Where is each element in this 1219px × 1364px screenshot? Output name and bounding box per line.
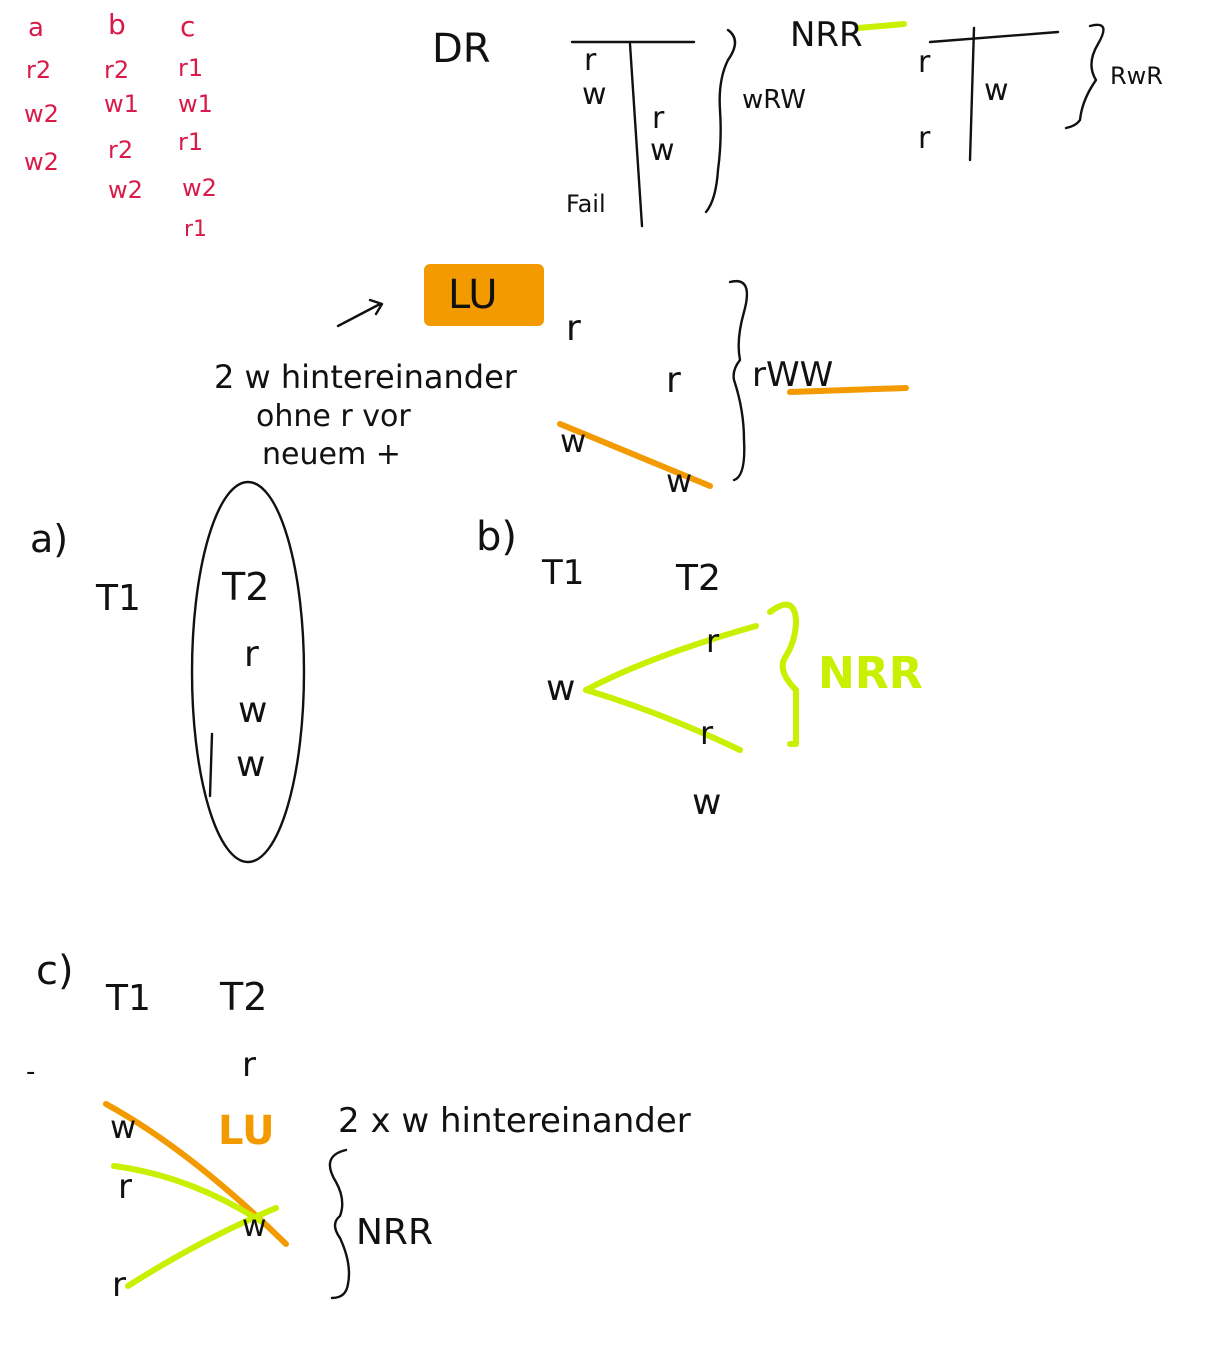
part-a-w2: w <box>236 744 265 785</box>
fail-label: Fail <box>566 190 606 218</box>
brace-2 <box>1064 23 1105 130</box>
part-c-lime-link-upper <box>111 1163 265 1225</box>
legend-c-item-3: r1 <box>178 128 203 156</box>
schedule-1-r1: r <box>584 43 597 78</box>
part-b-t1: T1 <box>541 553 584 593</box>
legend-c-item-5: r1 <box>184 217 207 242</box>
schedule-1-w1: w <box>582 77 607 112</box>
part-b-link-lower <box>583 687 743 753</box>
part-b-r2: r <box>700 714 714 752</box>
part-c-r-top: r <box>242 1045 256 1085</box>
part-b-brace <box>767 601 799 747</box>
legend-a-item-3: w2 <box>24 148 59 176</box>
part-a-r: r <box>244 634 259 675</box>
wrw-label: wRW <box>742 85 806 115</box>
legend-c-header: c <box>180 10 195 43</box>
part-c-r2: r <box>112 1265 126 1305</box>
schedule-1-r2: r <box>652 101 665 136</box>
lu-r1: r <box>566 308 581 349</box>
part-c-lime-link-lower <box>125 1205 279 1289</box>
part-c-dash: - <box>26 1057 35 1087</box>
lu-highlight-box <box>424 264 544 326</box>
schedule-1-divider <box>628 42 644 228</box>
lu-r2: r <box>666 360 681 401</box>
dr-label: DR <box>432 26 491 72</box>
top-dr-section: DR r w r w Fail wRW NRR r w r RwR <box>432 15 1163 228</box>
part-c-nrr: NRR <box>356 1212 433 1253</box>
lu-block: LU 2 w hintereinander ohne r vor neuem +… <box>214 264 909 500</box>
nrr-top-highlight <box>855 21 907 31</box>
rwr-label: RwR <box>1110 62 1163 90</box>
legend-b-item-4: w2 <box>108 176 143 204</box>
legend-a-header: a <box>28 13 44 43</box>
lu-brace <box>728 279 749 482</box>
part-b-link-upper <box>583 623 759 693</box>
schedule-2-r2: r <box>918 121 931 156</box>
part-a: a) T1 T2 r w w <box>30 480 306 864</box>
lu-note-line3: neuem + <box>262 437 401 472</box>
part-a-w1: w <box>238 690 267 731</box>
part-a-marker <box>208 732 214 798</box>
part-c-r1: r <box>118 1167 132 1207</box>
part-b-r1: r <box>706 622 720 660</box>
legend-a-item-2: w2 <box>24 100 59 128</box>
legend-b-item-2: w1 <box>104 90 139 118</box>
schedule-2-w1: w <box>984 73 1009 108</box>
part-a-label: a) <box>30 517 68 561</box>
legend-b-item-1: r2 <box>104 56 129 84</box>
lu-label: LU <box>448 272 498 318</box>
legend-c-item-4: w2 <box>182 174 217 202</box>
part-c-t1: T1 <box>105 978 151 1019</box>
part-b-nrr: NRR <box>818 648 923 699</box>
part-b-w1: w <box>546 668 575 709</box>
part-c-w2: w <box>242 1209 267 1244</box>
schedule-1-w2: w <box>650 133 675 168</box>
rww-underline <box>787 385 909 395</box>
part-b-label: b) <box>476 514 517 560</box>
part-c-label: c) <box>36 948 74 994</box>
lu-note-line1: 2 w hintereinander <box>214 358 518 396</box>
part-c-w1: w <box>110 1108 136 1146</box>
lu-note-line2: ohne r vor <box>256 399 411 434</box>
part-c-t2: T2 <box>219 975 267 1019</box>
part-c-brace <box>328 1148 351 1300</box>
part-a-t2-ellipse <box>190 480 306 864</box>
part-b: b) T1 T2 w r r w NRR <box>476 514 923 823</box>
schedule-2-header-line <box>928 30 1060 44</box>
legend-c-item-1: r1 <box>178 54 203 82</box>
part-c-lu: LU <box>218 1108 275 1154</box>
legend-c-item-2: w1 <box>178 90 213 118</box>
schedule-2-r1: r <box>918 45 931 80</box>
part-c-note: 2 x w hintereinander <box>338 1101 691 1141</box>
legend-a-item-1: r2 <box>26 56 51 84</box>
nrr-top-label: NRR <box>790 15 863 55</box>
legend-columns: a r2 w2 w2 b r2 w1 r2 w2 c r1 w1 r1 w2 r… <box>24 8 217 242</box>
part-b-t2: T2 <box>675 558 721 599</box>
legend-b-item-3: r2 <box>108 136 133 164</box>
part-b-w2: w <box>692 782 721 823</box>
lu-w2: w <box>666 462 692 500</box>
lu-w1: w <box>560 422 586 460</box>
arrow-to-lu <box>336 298 384 328</box>
part-c: c) T1 T2 - r w LU 2 x w hintereinander r… <box>26 948 691 1305</box>
part-a-t1: T1 <box>95 578 141 619</box>
part-a-t2: T2 <box>221 565 269 609</box>
lu-orange-link <box>557 421 713 489</box>
brace-1 <box>704 28 737 214</box>
schedule-2-divider <box>968 26 976 162</box>
legend-b-header: b <box>108 8 126 41</box>
